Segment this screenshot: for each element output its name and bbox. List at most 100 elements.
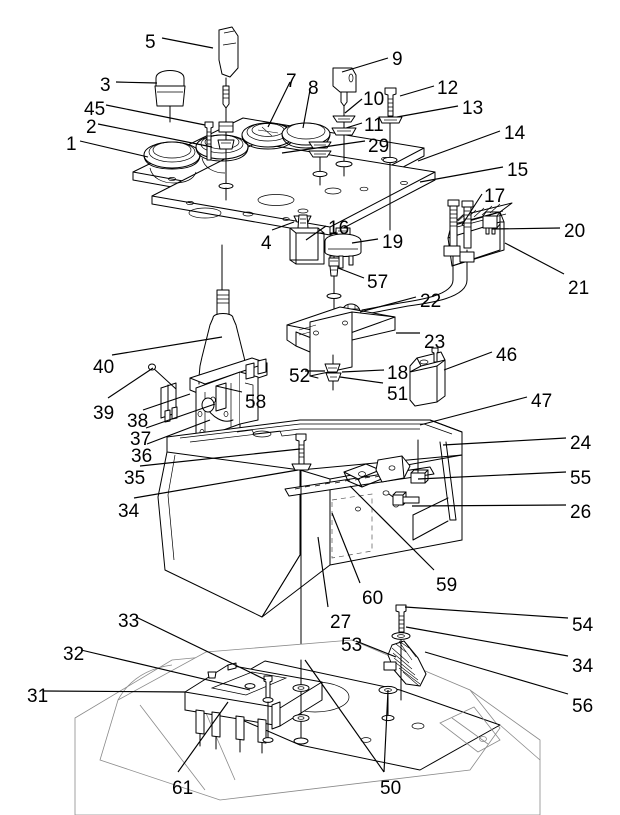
leader-line [399, 85, 435, 97]
callout-number-16: 16 [328, 218, 350, 239]
part-spring-56 [378, 604, 427, 722]
part-joystick-base-assembly [148, 357, 268, 449]
leader-line [345, 122, 363, 129]
leader-line [417, 130, 501, 162]
leader-line [135, 616, 267, 681]
part-ignition-key-9 [331, 67, 357, 177]
part-bolt-53-50 [292, 659, 310, 746]
leader-line [317, 536, 329, 608]
callout-number-59: 59 [436, 575, 458, 596]
callout-number-33: 33 [118, 611, 140, 632]
leader-line [404, 606, 569, 619]
callout-number-61: 61 [172, 778, 194, 799]
leader-line [344, 98, 363, 114]
callout-number-24: 24 [570, 433, 592, 454]
leader-line [281, 140, 366, 154]
leader-line [139, 448, 301, 467]
leader-line [305, 225, 327, 241]
part-lever-grip-5 [218, 26, 239, 109]
callout-number-58: 58 [245, 392, 267, 413]
part-bracket-23 [286, 306, 396, 379]
part-sender-57 [326, 257, 342, 311]
leader-line [107, 367, 154, 399]
callout-number-47: 47 [531, 391, 553, 412]
leader-line [271, 221, 295, 231]
callout-number-56: 56 [572, 696, 594, 717]
part-side-rail-24 [412, 441, 457, 541]
callout-number-10: 10 [363, 89, 385, 110]
callout-number-27: 27 [330, 612, 352, 633]
leader-line [504, 242, 565, 275]
callout-number-4: 4 [261, 233, 272, 254]
callout-number-37: 37 [130, 429, 152, 450]
leader-line [97, 123, 213, 148]
part-gauge-left-1 [143, 141, 201, 184]
part-bracket-47 [409, 347, 446, 407]
leader-line [359, 296, 417, 313]
coil-spring-body [387, 640, 427, 687]
callout-number-14: 14 [504, 123, 526, 144]
leader-line [80, 649, 251, 691]
leader-line [145, 403, 216, 429]
leader-line [443, 351, 493, 371]
part-fastener-52-18-51 [324, 354, 342, 391]
callout-number-8: 8 [308, 78, 319, 99]
leader-line [215, 385, 243, 393]
leader-line [355, 640, 397, 658]
callout-number-3: 3 [100, 75, 111, 96]
leader-line [419, 166, 504, 183]
leader-line [302, 89, 311, 129]
callout-number-54: 54 [572, 615, 594, 636]
leader-line [411, 504, 567, 507]
callout-number-50: 50 [380, 778, 402, 799]
callout-number-34: 34 [572, 656, 594, 677]
callout-number-5: 5 [145, 32, 156, 53]
leader-line [105, 104, 206, 126]
callout-number-52: 52 [289, 366, 311, 387]
callout-number-57: 57 [367, 272, 389, 293]
callout-number-40: 40 [93, 357, 115, 378]
leader-line [351, 238, 379, 244]
callout-number-36: 36 [131, 446, 153, 467]
leader-line [417, 471, 567, 480]
leader-line [442, 437, 567, 446]
callout-number-29: 29 [368, 136, 390, 157]
callout-number-17: 17 [484, 186, 506, 207]
callout-number-60: 60 [362, 588, 384, 609]
leader-line [405, 626, 569, 657]
leader-line [339, 376, 384, 384]
part-floor-pan-31 [74, 639, 541, 815]
wire-harness-22a [361, 279, 454, 311]
part-fuse-block-21 [443, 199, 513, 281]
part-gauge-right-8 [281, 122, 331, 149]
leader-line [304, 659, 385, 773]
part-console-housing-27 [157, 419, 463, 661]
callout-number-23: 23 [424, 332, 446, 353]
leader-line [424, 651, 569, 695]
leader-line [111, 336, 223, 356]
callout-number-11: 11 [364, 115, 384, 136]
callout-number-15: 15 [507, 160, 529, 181]
leader-line [79, 140, 149, 158]
callout-number-20: 20 [564, 221, 586, 242]
part-bolt-26 [382, 490, 420, 506]
callout-number-38: 38 [127, 411, 149, 432]
callout-number-31: 31 [27, 686, 49, 707]
callout-number-13: 13 [462, 98, 484, 119]
leader-line [331, 512, 361, 584]
callout-number-34: 34 [118, 501, 140, 522]
callout-number-22: 22 [420, 291, 442, 312]
leader-line [133, 469, 299, 499]
leader-line [177, 701, 229, 773]
callout-number-46: 46 [496, 345, 518, 366]
part-nut-55 [410, 439, 429, 484]
callout-number-12: 12 [437, 78, 459, 99]
callout-number-26: 26 [570, 502, 592, 523]
callout-number-35: 35 [124, 468, 146, 489]
leader-line [267, 81, 291, 128]
leader-line [161, 37, 214, 49]
callout-number-51: 51 [387, 384, 409, 405]
part-knob-3 [154, 70, 186, 123]
callout-number-1: 1 [66, 134, 77, 155]
